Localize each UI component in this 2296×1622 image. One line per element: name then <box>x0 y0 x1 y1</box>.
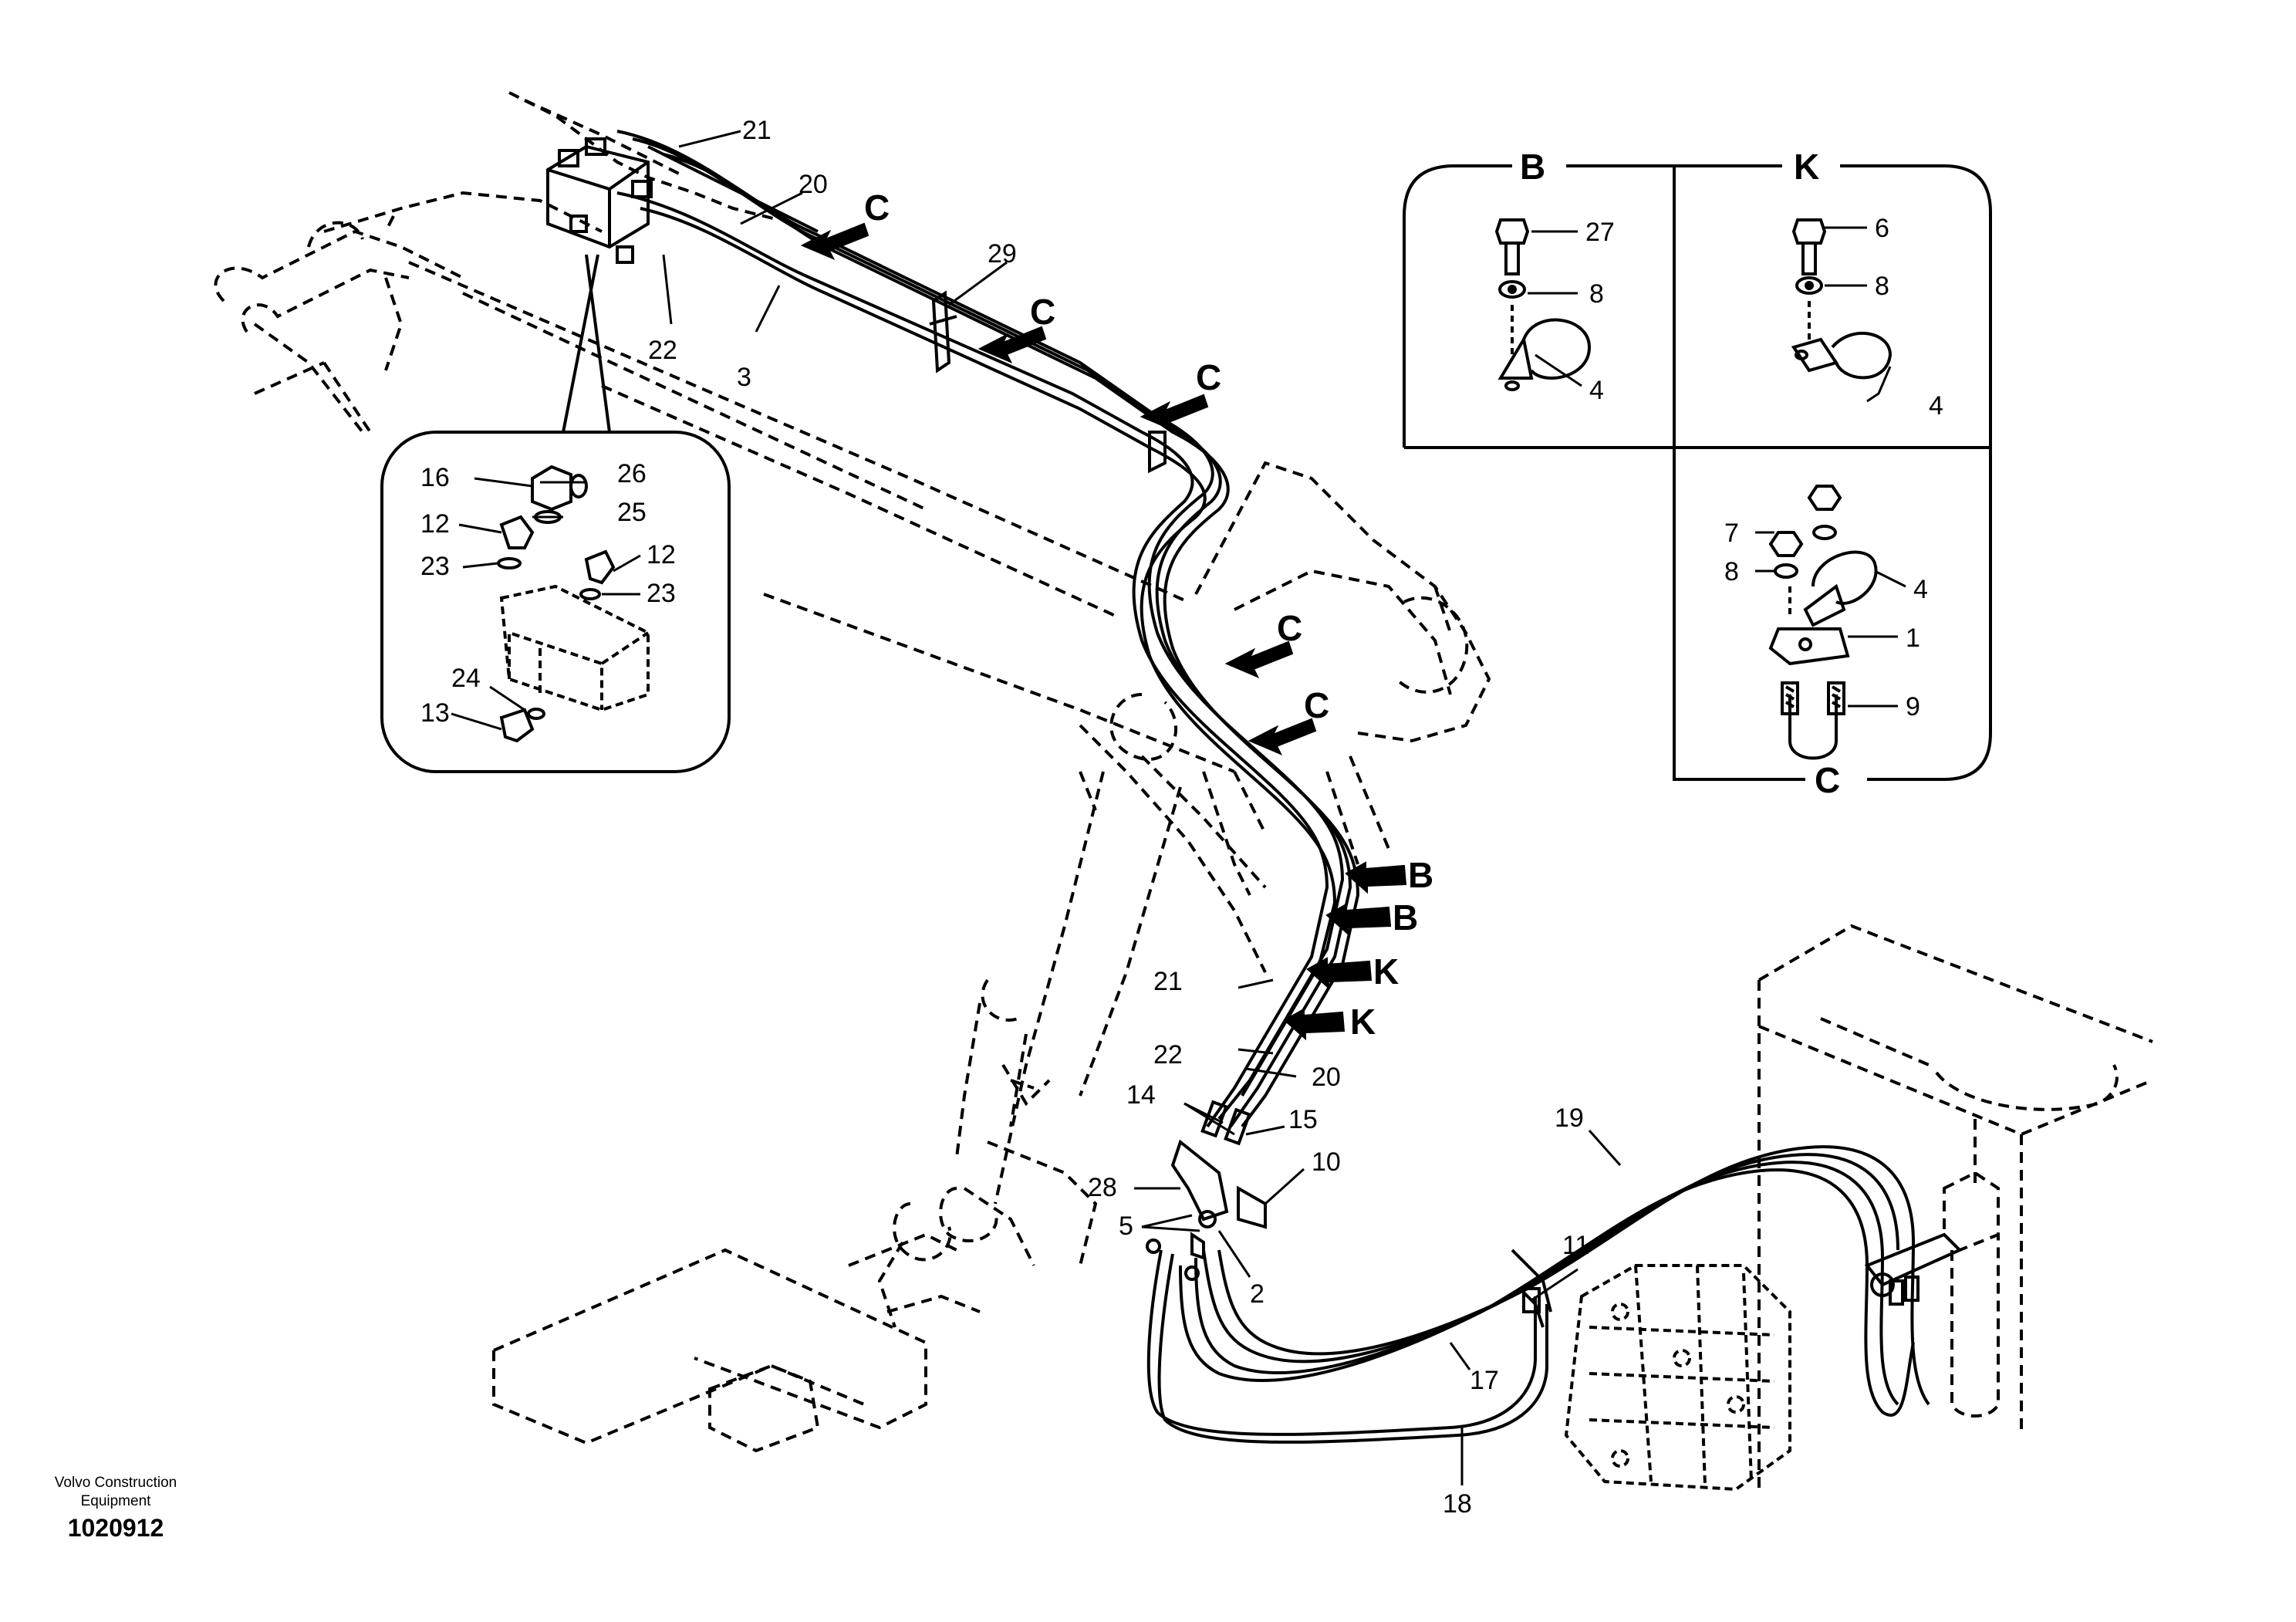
view-arrows <box>800 222 1407 1041</box>
callout-22-top: 22 <box>648 336 677 365</box>
arrow-label-c-1: C <box>864 188 890 228</box>
arrow-c-5 <box>1248 718 1317 755</box>
callout-25: 25 <box>617 498 647 527</box>
arrow-c-4 <box>1224 640 1294 678</box>
callout-26: 26 <box>617 459 647 488</box>
drawing-number: 1020912 <box>67 1514 164 1542</box>
arrow-label-b-1: B <box>1408 855 1433 895</box>
callout-12-b: 12 <box>647 540 676 569</box>
callout-17: 17 <box>1470 1366 1499 1395</box>
callout-5: 5 <box>1119 1211 1133 1241</box>
callout-14: 14 <box>1126 1080 1156 1110</box>
view-letter-labels: B K C C C C C C B B K K <box>864 147 1840 1042</box>
company-line-2: Equipment <box>80 1493 151 1509</box>
callout-9: 9 <box>1906 692 1920 721</box>
callout-6: 6 <box>1875 214 1889 243</box>
callout-12-a: 12 <box>420 509 450 539</box>
detail-label-b: B <box>1520 147 1545 187</box>
callout-11: 11 <box>1562 1231 1589 1260</box>
callout-4-b: 4 <box>1589 376 1604 405</box>
arrow-k-2 <box>1283 1008 1346 1041</box>
arrow-label-c-3: C <box>1196 357 1221 397</box>
callout-1: 1 <box>1906 623 1920 653</box>
callout-4-c: 4 <box>1913 575 1928 604</box>
callout-20-mid: 20 <box>1312 1063 1341 1092</box>
callout-19: 19 <box>1555 1103 1584 1133</box>
detail-label-c: C <box>1815 760 1840 800</box>
callout-13: 13 <box>420 698 450 728</box>
arrow-c-3 <box>1140 394 1209 431</box>
callout-16: 16 <box>420 463 450 492</box>
machine-outline <box>214 91 2153 1489</box>
callout-28: 28 <box>1088 1173 1117 1202</box>
callout-15: 15 <box>1288 1105 1318 1134</box>
arrow-c-2 <box>977 326 1047 363</box>
detail-panel <box>1403 164 1992 781</box>
arrow-c-1 <box>800 222 869 260</box>
arrow-b-2 <box>1325 903 1392 936</box>
control-valve-block <box>1564 1264 1791 1492</box>
detail-label-k: K <box>1794 147 1819 187</box>
pipe-rupture-valve <box>546 137 653 264</box>
callout-labels: 21 20 22 3 29 16 26 12 25 12 23 23 24 13… <box>420 116 1943 1519</box>
arrow-k-1 <box>1306 957 1373 990</box>
callout-4-k: 4 <box>1929 391 1943 421</box>
callout-23-b: 23 <box>647 579 676 608</box>
callout-24: 24 <box>451 664 481 693</box>
hose-bundle <box>616 130 1360 1128</box>
company-name: Volvo Construction Equipment <box>31 1474 201 1511</box>
arrow-label-c-5: C <box>1304 685 1329 725</box>
callout-21-top: 21 <box>742 116 772 145</box>
callout-8-k: 8 <box>1875 272 1889 301</box>
callout-10: 10 <box>1312 1147 1341 1177</box>
callout-8-b: 8 <box>1589 279 1604 309</box>
callout-7: 7 <box>1724 519 1739 548</box>
callout-20-top: 20 <box>799 170 828 199</box>
callout-22-mid: 22 <box>1153 1040 1183 1070</box>
callout-23-a: 23 <box>420 552 450 581</box>
callout-27: 27 <box>1585 218 1615 247</box>
callout-21-mid: 21 <box>1153 967 1183 996</box>
callout-29: 29 <box>988 239 1017 269</box>
arrow-label-k-1: K <box>1373 951 1399 992</box>
arrow-label-k-2: K <box>1350 1002 1376 1042</box>
callout-2: 2 <box>1250 1279 1264 1309</box>
clamp-29 <box>929 290 1167 474</box>
lower-fittings <box>1146 1100 1963 1328</box>
arrow-b-1 <box>1345 861 1407 894</box>
callout-8-c: 8 <box>1724 557 1739 586</box>
callout-3: 3 <box>737 363 751 392</box>
arrow-label-c-4: C <box>1277 608 1302 648</box>
callout-18: 18 <box>1443 1489 1472 1519</box>
arrow-label-b-2: B <box>1393 897 1418 938</box>
arrow-label-c-2: C <box>1030 292 1055 332</box>
leader-lines <box>451 130 1906 1485</box>
company-line-1: Volvo Construction <box>54 1475 177 1491</box>
